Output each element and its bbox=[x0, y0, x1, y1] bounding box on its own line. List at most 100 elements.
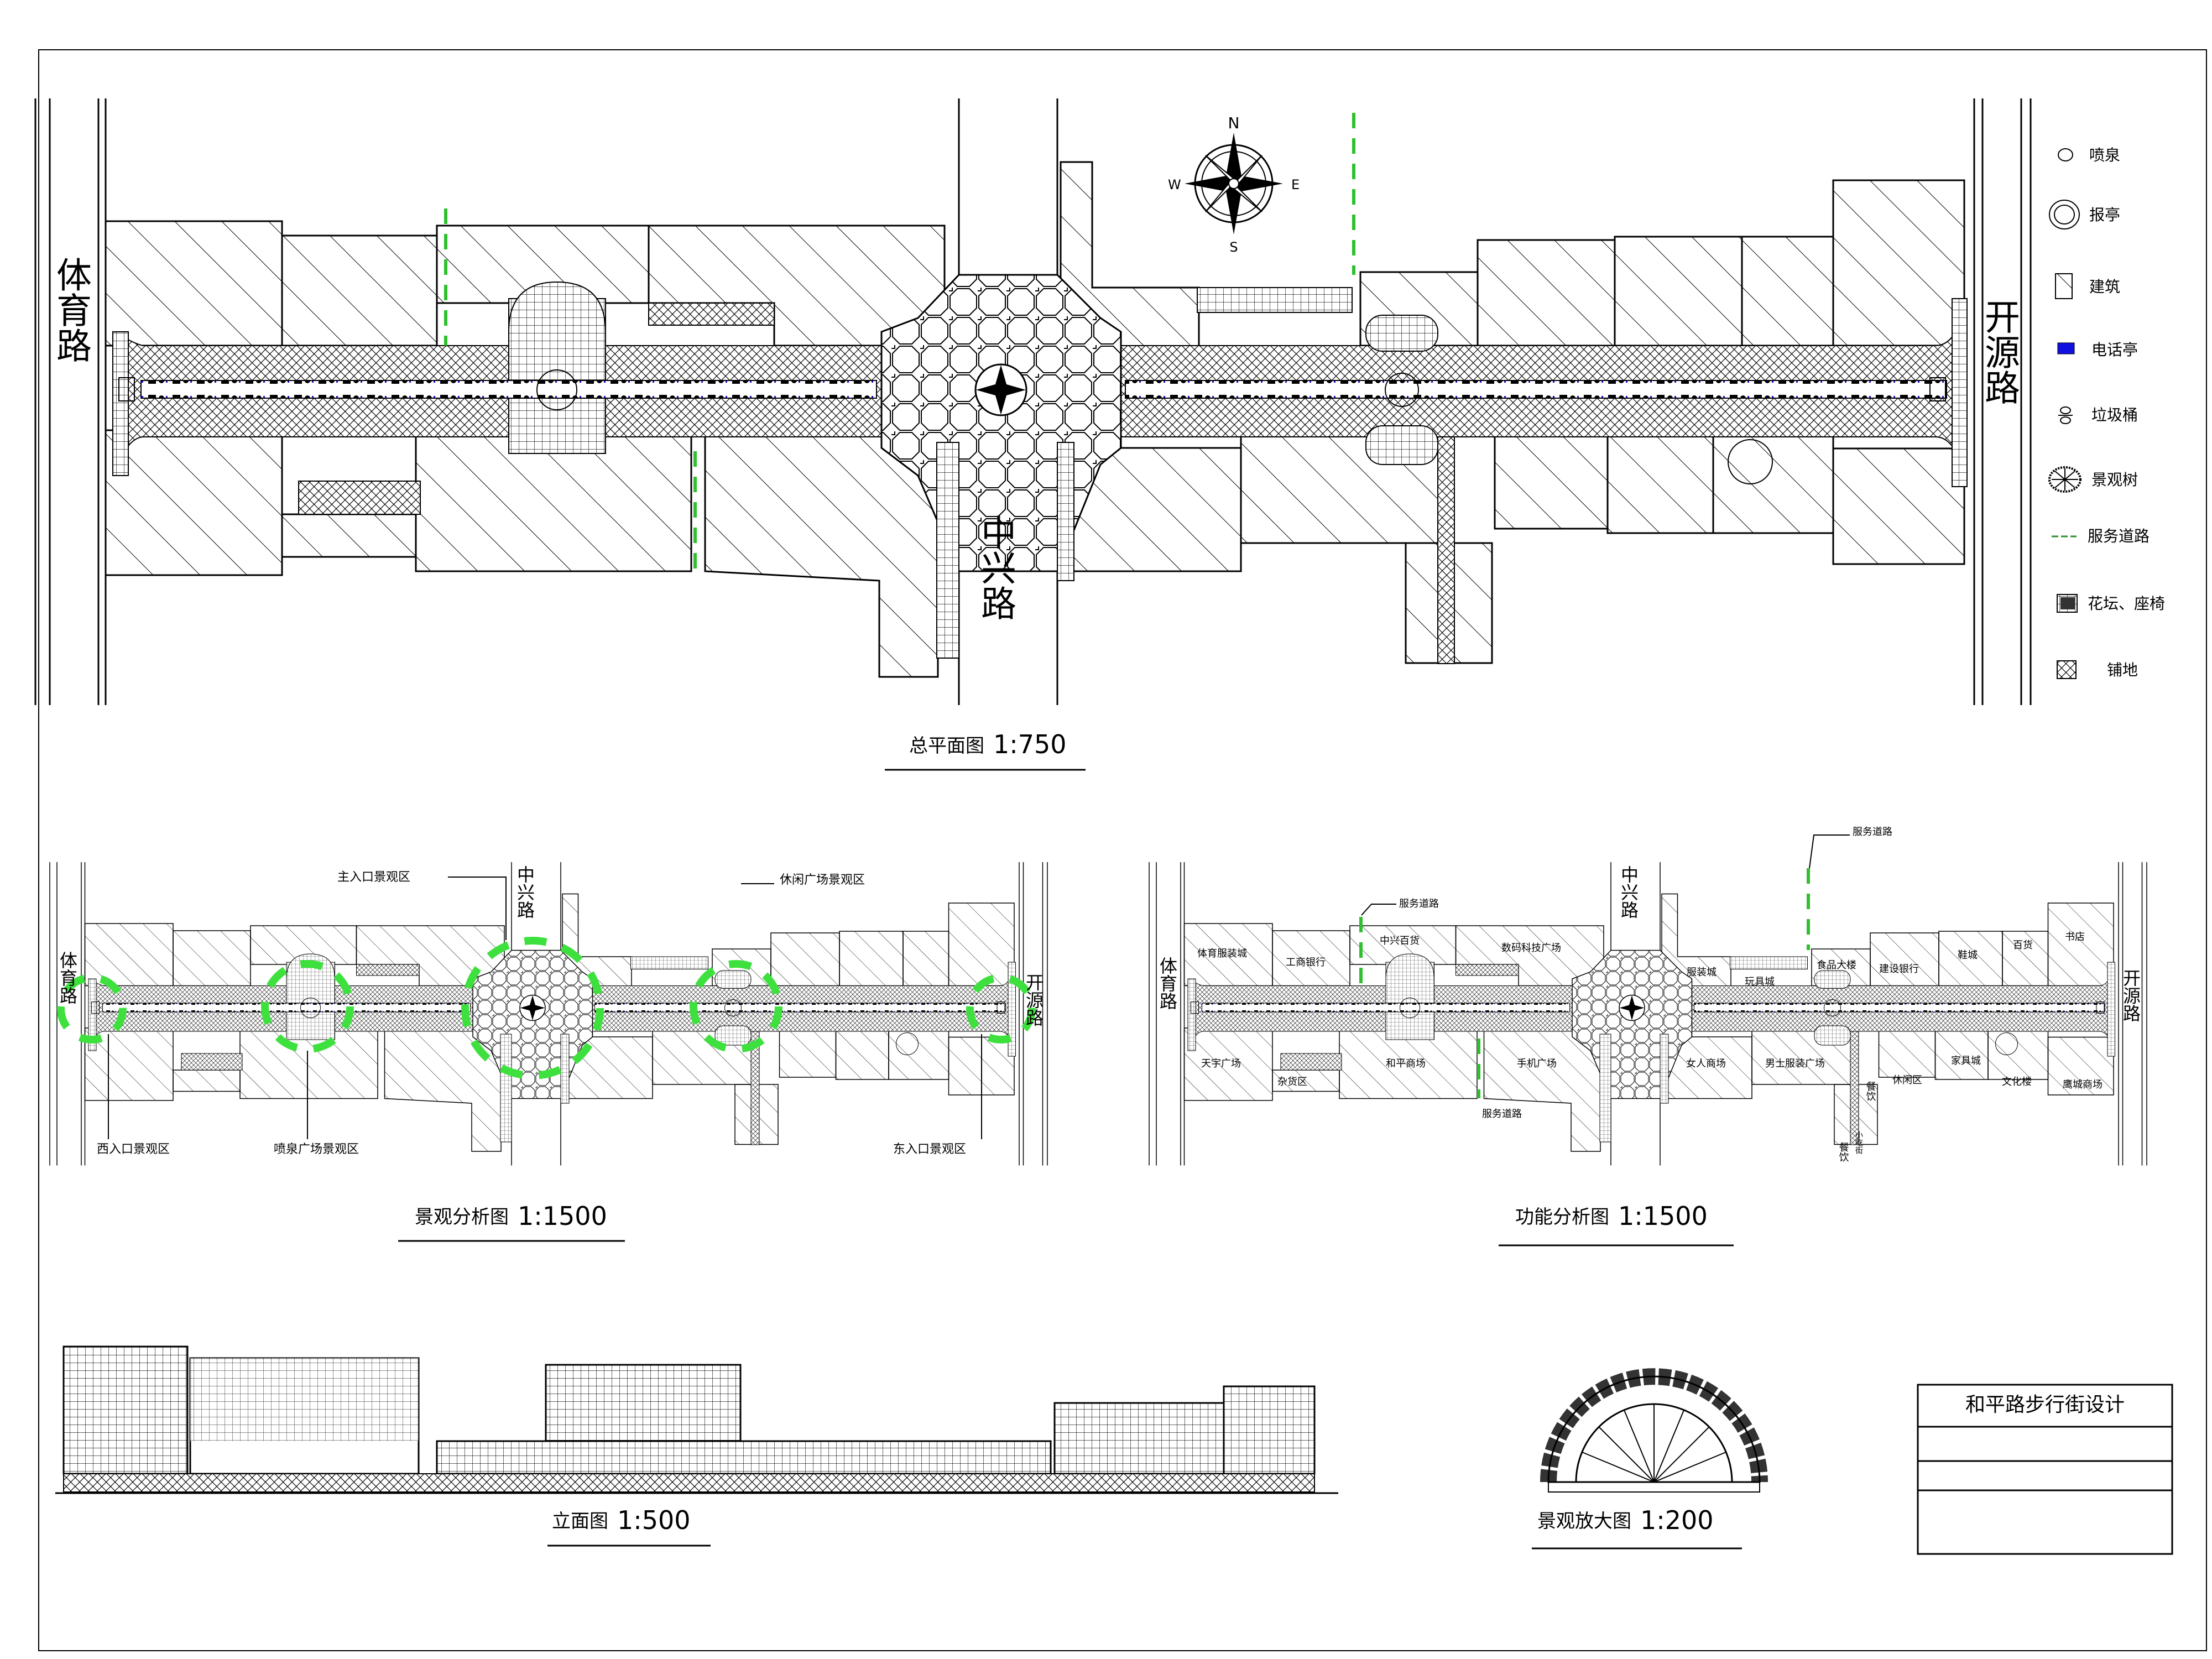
legend-item-building: 建筑 bbox=[2055, 273, 2120, 299]
legend-item-service-road: 服务道路 bbox=[2052, 527, 2150, 545]
phone-booth-icon bbox=[2057, 342, 2075, 354]
elevation-shopfront-row bbox=[436, 1440, 1052, 1475]
road-label-east: 开源路 bbox=[1979, 299, 2020, 405]
svg-text:铺地: 铺地 bbox=[2107, 661, 2138, 679]
trash-bin-icon bbox=[2058, 406, 2073, 424]
function-map-title: 功能分析图 bbox=[1515, 1206, 1609, 1228]
detail-title: 景观放大图 bbox=[1537, 1510, 1631, 1532]
kiosk-icon bbox=[2049, 200, 2080, 229]
zone-west-entrance bbox=[57, 974, 127, 1044]
compass-e: E bbox=[1291, 177, 1300, 192]
shop-label: 数码科技广场 bbox=[1501, 942, 1561, 954]
legend-item-paving: 铺地 bbox=[2057, 660, 2138, 679]
road-label-east: 开源路 bbox=[2120, 969, 2141, 1022]
project-title: 和平路步行街设计 bbox=[1965, 1394, 2125, 1416]
legend-item-kiosk: 报亭 bbox=[2049, 200, 2120, 229]
elevation-corner-building bbox=[1223, 1385, 1316, 1475]
zone-label-main-entrance: 主入口景观区 bbox=[337, 870, 410, 884]
elevation-title: 立面图 bbox=[552, 1510, 608, 1532]
shop-label: 女人商场 bbox=[1686, 1058, 1726, 1070]
road-label-cross: 中兴路 bbox=[514, 865, 535, 919]
shop-label: 杂货区 bbox=[1277, 1076, 1307, 1088]
landscape-tree-icon bbox=[2048, 466, 2081, 493]
north-arrow-icon: N S E W bbox=[1168, 114, 1300, 255]
shop-label: 工商银行 bbox=[1286, 957, 1326, 968]
detail-scale: 1:200 bbox=[1640, 1505, 1714, 1535]
shop-label: 中兴百货 bbox=[1380, 935, 1420, 947]
svg-text:建筑: 建筑 bbox=[2089, 278, 2120, 296]
master-plan-title: 总平面图 bbox=[909, 735, 984, 757]
title-block: 和平路步行街设计 bbox=[1917, 1384, 2173, 1555]
street-elevation: 立面图 1:500 bbox=[55, 1345, 1338, 1547]
shop-label: 鹰城商场 bbox=[2063, 1079, 2103, 1091]
shop-label: 餐饮 bbox=[1838, 1142, 1849, 1162]
north-shop-labels: 体育服装城 工商银行 中兴百货 数码科技广场 服装城 玩具城 食品大楼 建设银行… bbox=[1197, 931, 2085, 988]
service-road-label: 服务道路 bbox=[1853, 826, 1892, 838]
landscape-analysis-map: 体育路 开源路 中兴路 主入口景观区 休闲广场景观区 西入口景观区 喷泉广场景观… bbox=[49, 862, 1048, 1242]
legend-item-tree: 景观树 bbox=[2048, 466, 2138, 493]
road-label-west: 体育路 bbox=[1157, 957, 1178, 1010]
service-road-label: 服务道路 bbox=[1482, 1108, 1522, 1120]
zone-leisure-plaza bbox=[690, 960, 782, 1053]
zone-east-entrance bbox=[966, 974, 1036, 1044]
building-hatch-icon bbox=[2055, 273, 2073, 299]
landscape-map-drawing bbox=[49, 862, 1048, 1166]
svg-text:喷泉: 喷泉 bbox=[2089, 146, 2120, 164]
zone-main-entrance bbox=[461, 937, 604, 1079]
compass-w: W bbox=[1168, 177, 1181, 192]
shop-label: 建设银行 bbox=[1879, 963, 1919, 975]
zone-label-leisure-plaza: 休闲广场景观区 bbox=[780, 873, 865, 887]
shop-label: 文化楼 bbox=[2002, 1076, 2032, 1088]
master-plan-drawing bbox=[34, 97, 2032, 706]
south-shop-labels: 天宇广场 杂货区 和平商场 手机广场 女人商场 男士服装广场 餐饮 小吃街 餐饮… bbox=[1201, 1055, 2103, 1162]
zone-label-west-entrance: 西入口景观区 bbox=[97, 1142, 170, 1156]
shop-label: 天宇广场 bbox=[1201, 1058, 1241, 1070]
svg-text:景观树: 景观树 bbox=[2091, 471, 2138, 489]
shop-label: 百货 bbox=[2013, 940, 2033, 951]
road-label-west: 体育路 bbox=[57, 951, 78, 1004]
shop-label: 手机广场 bbox=[1517, 1058, 1557, 1070]
road-label-west: 体育路 bbox=[50, 257, 91, 363]
road-label-east: 开源路 bbox=[1023, 973, 1044, 1026]
zone-fountain-plaza bbox=[261, 960, 354, 1053]
shop-label: 鞋城 bbox=[1958, 950, 1978, 961]
function-analysis-map: 体育路 开源路 中兴路 服务道路 服务道路 服务道路 体育服装城 工商银行 中兴… bbox=[1149, 826, 2147, 1246]
landscape-map-title: 景观分析图 bbox=[415, 1206, 509, 1228]
function-map-scale: 1:1500 bbox=[1618, 1201, 1708, 1231]
fan-detail: 景观放大图 1:200 bbox=[1532, 1368, 1768, 1550]
svg-text:服务道路: 服务道路 bbox=[2088, 527, 2150, 545]
elevation-glass-tower bbox=[62, 1345, 189, 1475]
road-label-cross: 中兴路 bbox=[1618, 865, 1639, 919]
legend-item-fountain: 喷泉 bbox=[2058, 146, 2120, 164]
shop-label: 书店 bbox=[2065, 931, 2085, 943]
road-label-cross: 中兴路 bbox=[975, 514, 1016, 620]
svg-text:花坛、座椅: 花坛、座椅 bbox=[2088, 594, 2165, 613]
shop-label: 家具城 bbox=[1951, 1055, 1981, 1067]
zone-label-fountain-plaza: 喷泉广场景观区 bbox=[274, 1142, 359, 1156]
svg-text:垃圾桶: 垃圾桶 bbox=[2091, 406, 2138, 424]
master-plan-scale: 1:750 bbox=[993, 729, 1067, 759]
shop-label: 玩具城 bbox=[1745, 976, 1775, 988]
elevation-scale: 1:500 bbox=[617, 1505, 691, 1535]
sheet-border bbox=[38, 49, 2207, 1651]
shop-label: 服装城 bbox=[1687, 967, 1717, 978]
zone-label-east-entrance: 东入口景观区 bbox=[893, 1142, 966, 1156]
legend-item-flowerbed: 花坛、座椅 bbox=[2057, 594, 2165, 613]
elevation-east-building bbox=[1053, 1402, 1228, 1475]
landscape-map-scale: 1:1500 bbox=[518, 1201, 607, 1231]
legend: 喷泉 报亭 建筑 电话亭 垃圾桶 景观树 服务道路 花坛、座椅 bbox=[2048, 146, 2165, 679]
function-map-drawing bbox=[1149, 862, 2147, 1166]
fountain-icon bbox=[2058, 148, 2073, 161]
paving-icon bbox=[2057, 660, 2077, 679]
shop-label: 和平商场 bbox=[1386, 1058, 1426, 1070]
shop-label: 体育服装城 bbox=[1197, 948, 1247, 959]
shop-label: 男士服装广场 bbox=[1765, 1058, 1825, 1070]
shop-label: 食品大楼 bbox=[1817, 959, 1856, 971]
svg-text:报亭: 报亭 bbox=[2089, 206, 2120, 224]
compass-n: N bbox=[1228, 114, 1240, 132]
master-plan: 体育路 开源路 中兴路 N S E W 总平面图 1:750 bbox=[34, 97, 2032, 771]
service-road-label: 服务道路 bbox=[1399, 898, 1439, 910]
shop-label: 小吃街 bbox=[1854, 1131, 1863, 1154]
legend-item-phone-booth: 电话亭 bbox=[2057, 341, 2138, 359]
